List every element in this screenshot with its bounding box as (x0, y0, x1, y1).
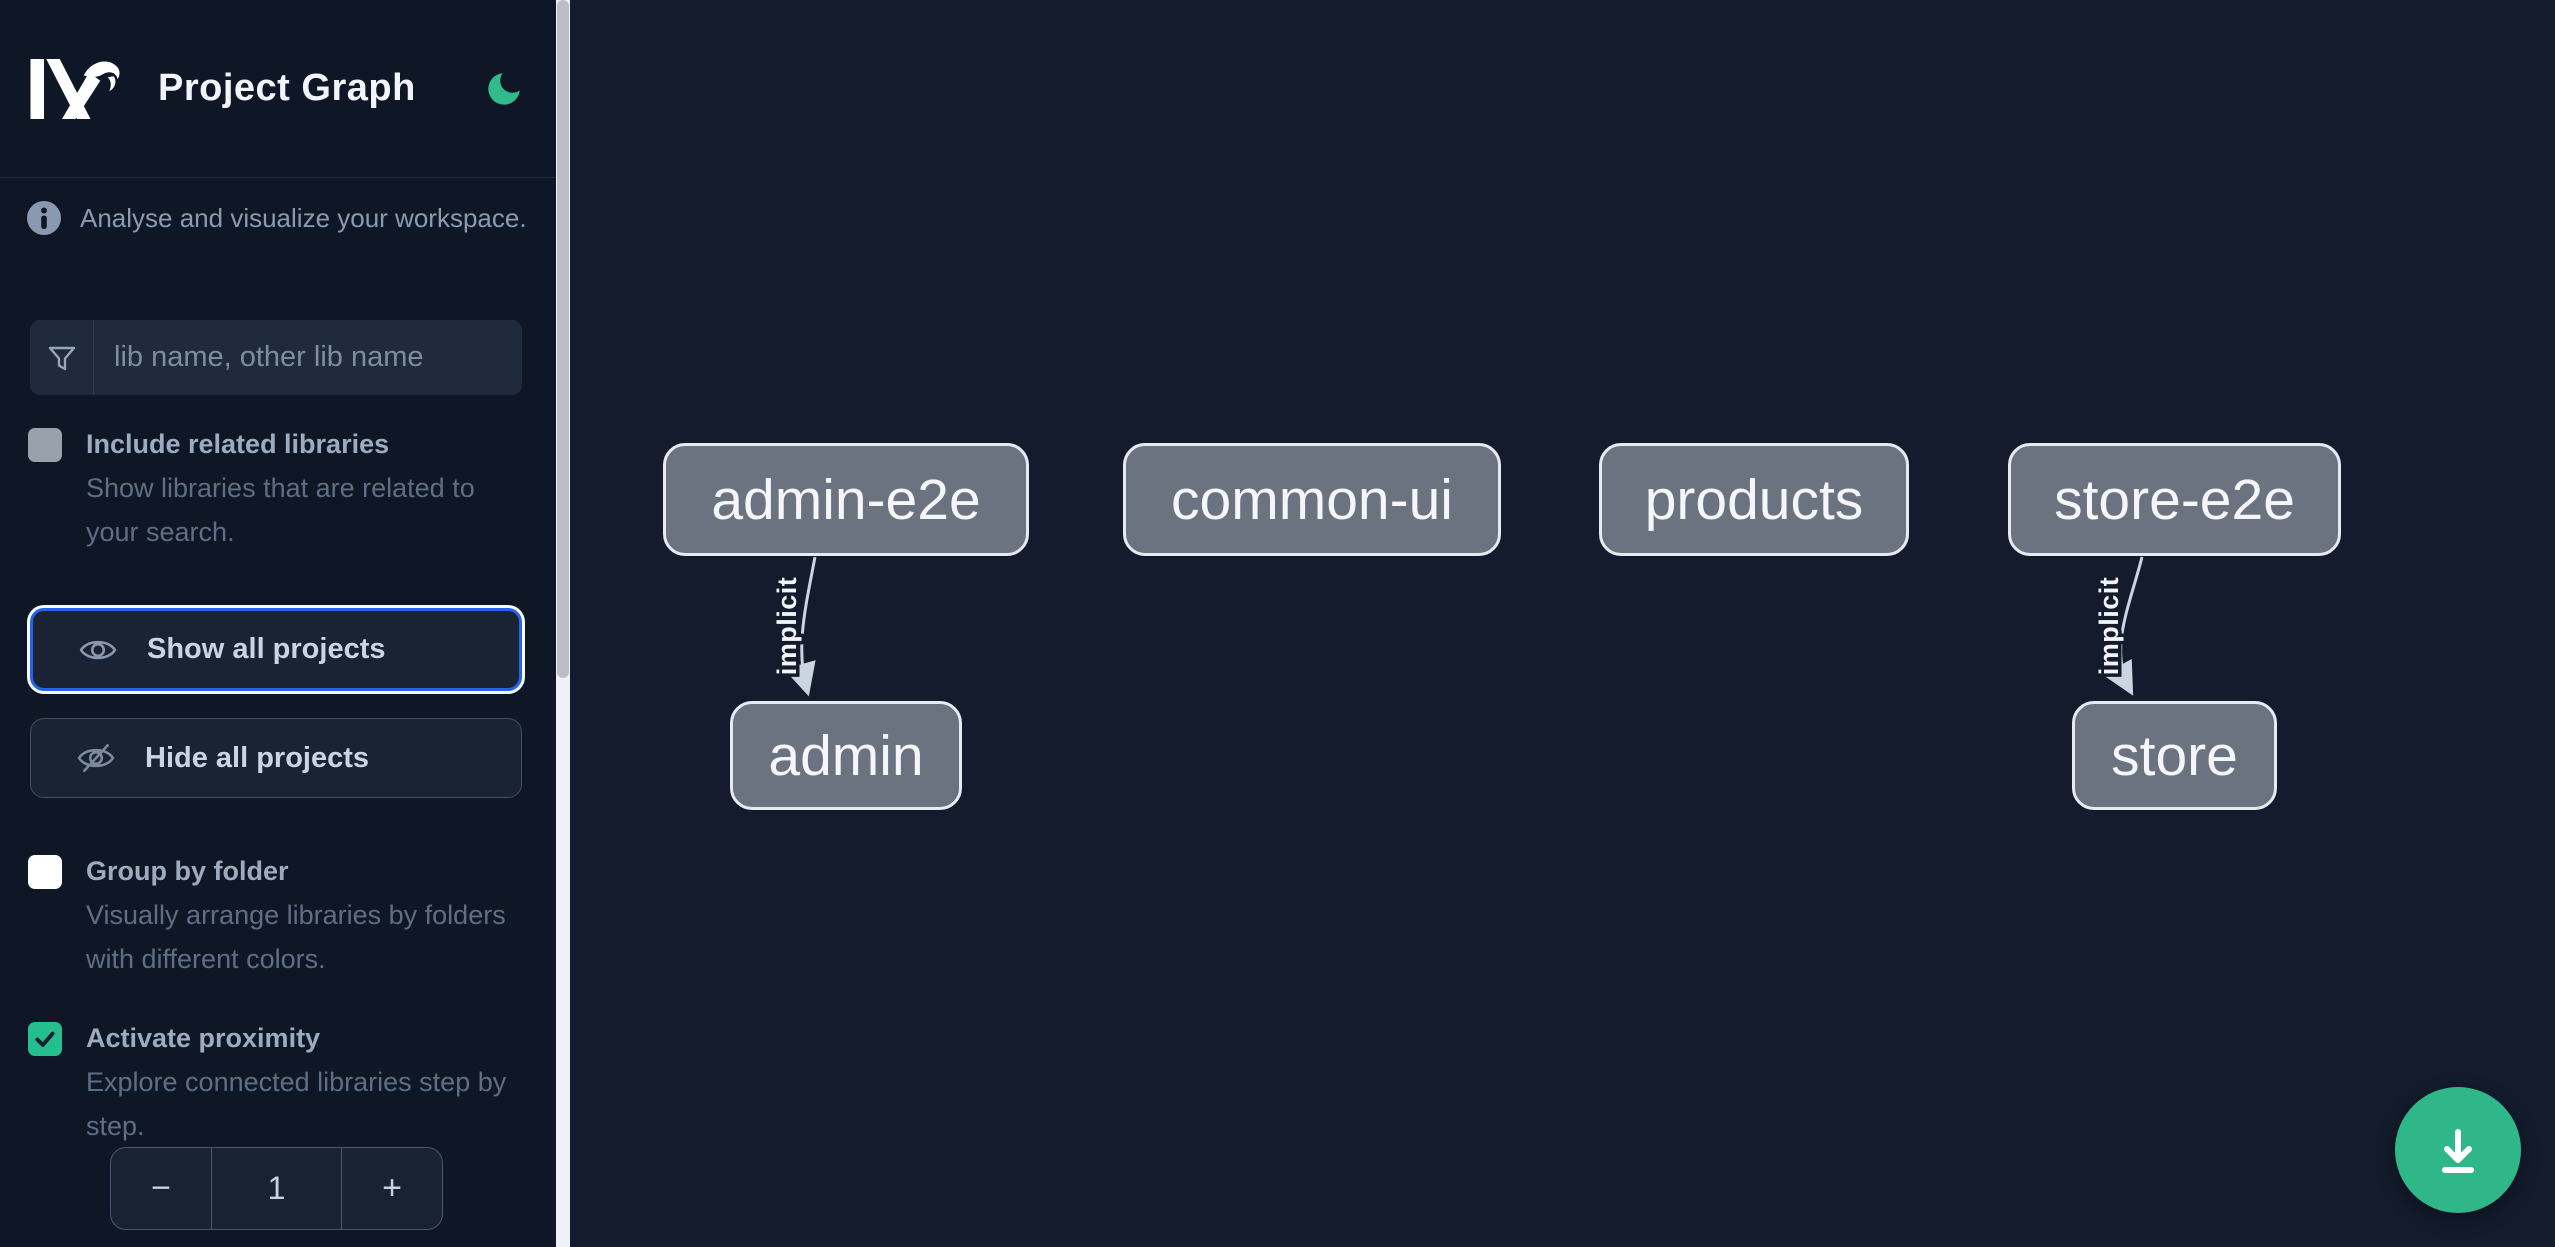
include-related-desc: Show libraries that are related to your … (86, 473, 475, 547)
graph-canvas[interactable]: implicit implicit admin-e2e common-ui pr… (570, 0, 2555, 1247)
group-by-folder-label: Group by folder (86, 856, 289, 886)
graph-node-store[interactable]: store (2072, 701, 2277, 810)
group-by-folder-checkbox[interactable] (28, 855, 62, 889)
include-related-label: Include related libraries (86, 429, 390, 459)
info-row: Analyse and visualize your workspace. (26, 200, 531, 236)
option-activate-proximity: Activate proximity Explore connected lib… (28, 1020, 528, 1148)
download-image-button[interactable] (2395, 1087, 2521, 1213)
graph-edges: implicit implicit (769, 556, 2144, 697)
graph-node-store-e2e[interactable]: store-e2e (2008, 443, 2341, 556)
sidebar: Project Graph Analyse and visualize your… (0, 0, 556, 1247)
moon-icon (488, 72, 520, 105)
page-title: Project Graph (158, 67, 416, 109)
activate-proximity-label: Activate proximity (86, 1023, 321, 1053)
theme-toggle-button[interactable] (478, 63, 530, 115)
graph-node-common-ui[interactable]: common-ui (1123, 443, 1501, 556)
graph-node-admin-e2e[interactable]: admin-e2e (663, 443, 1029, 556)
hide-all-projects-button[interactable]: Hide all projects (30, 718, 522, 798)
decrement-button[interactable]: − (111, 1148, 211, 1229)
increment-button[interactable]: + (342, 1148, 442, 1229)
option-include-related: Include related libraries Show libraries… (28, 426, 528, 554)
option-group-by-folder: Group by folder Visually arrange librari… (28, 853, 528, 981)
activate-proximity-desc: Explore connected libraries step by step… (86, 1067, 507, 1141)
edge-admin-e2e-admin (783, 556, 817, 697)
group-by-folder-desc: Visually arrange libraries by folders wi… (86, 900, 506, 974)
nx-logo (30, 58, 120, 119)
proximity-depth-value[interactable]: 1 (211, 1148, 342, 1229)
hide-all-projects-label: Hide all projects (145, 741, 370, 774)
sidebar-scrollbar-thumb[interactable] (557, 0, 569, 678)
graph-node-products[interactable]: products (1599, 443, 1909, 556)
eye-icon (79, 640, 117, 659)
search-input[interactable] (94, 320, 522, 395)
info-text: Analyse and visualize your workspace. (80, 202, 527, 233)
info-icon (27, 201, 61, 235)
eye-off-icon (77, 744, 115, 772)
edge-store-e2e-store (2102, 556, 2144, 696)
show-all-projects-button[interactable]: Show all projects (30, 608, 522, 691)
edge-label-implicit: implicit (2094, 577, 2124, 676)
download-icon (2442, 1129, 2474, 1173)
activate-proximity-checkbox[interactable] (28, 1022, 62, 1056)
sidebar-scrollbar-track[interactable] (556, 0, 570, 1247)
filter-funnel-icon (30, 320, 94, 395)
check-icon (35, 1031, 55, 1047)
proximity-depth-stepper: − 1 + (110, 1147, 443, 1230)
include-related-checkbox[interactable] (28, 428, 62, 462)
search-box (30, 320, 522, 395)
edge-label-implicit: implicit (772, 577, 802, 676)
show-all-projects-label: Show all projects (147, 633, 386, 665)
sidebar-header: Project Graph (0, 0, 556, 178)
graph-node-admin[interactable]: admin (730, 701, 962, 810)
